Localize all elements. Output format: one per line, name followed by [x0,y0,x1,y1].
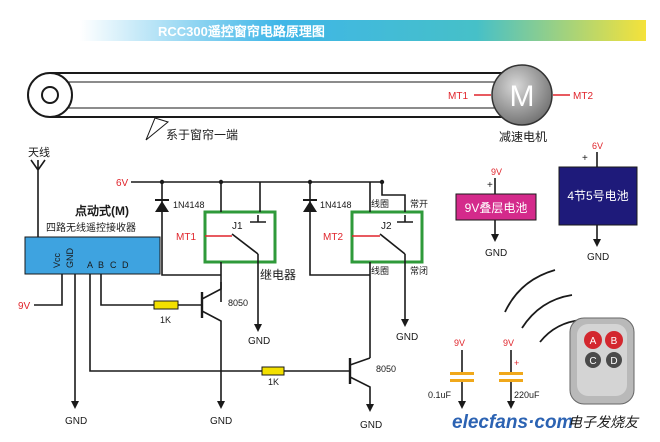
relay-2-no: 常开 [410,198,428,209]
diode-2 [303,182,370,276]
gnd-relay-1: GND [248,336,270,347]
cap-2-plus: + [514,358,519,368]
battery-4xaa-label: 4节5号电池 [567,189,628,203]
remote-label-d: D [610,356,617,367]
receiver-pin-vcc: Vcc [52,252,62,268]
remote-button-d [606,352,622,368]
resistor-2-label: 1K [268,377,279,387]
motor-label: 减速电机 [499,130,547,144]
receiver-9v-label: 9V [18,301,31,312]
resistor-1-label: 1K [160,315,171,325]
wire-a-to-r1 [100,274,154,306]
receiver-pin-b: B [98,260,104,270]
gnd-transistor-1: GND [210,416,232,427]
cap-2-value: 220uF [514,390,540,400]
relay-2-label: J2 [381,221,392,232]
relay-2-coil-bottom: 线圈 [371,265,389,276]
battery-4xaa-gnd: GND [587,252,609,263]
battery-6v-voltage: 6V [592,141,603,151]
remote-button-a [584,331,602,349]
gnd-receiver: GND [65,416,87,427]
relay-2-coil-top: 线圈 [371,198,389,209]
relay-caption: 继电器 [260,268,296,282]
transistor-2-label: 8050 [376,364,396,374]
watermark-cn: 电子发烧友 [568,414,640,430]
remote-label-a: A [590,336,597,347]
receiver-pin-gnd: GND [65,248,75,269]
resistor-1 [153,300,179,310]
battery-4xaa [558,166,638,226]
watermark-logo: elecfans·com [452,412,574,433]
motor-mt2-label: MT2 [573,91,593,102]
remote-control [569,317,635,405]
page-title: RCC300遥控窗帘电路原理图 [158,24,325,39]
cap-2-voltage: 9V [503,338,514,348]
relay-1-mt-label: MT1 [176,232,196,243]
receiver-title: 点动式(M) [75,203,129,218]
wire-b-to-r2 [89,274,262,372]
diode-1-label: 1N4148 [173,200,205,210]
battery-9v-voltage: 9V [491,167,502,177]
relay-1-box [203,210,277,264]
transistor-1-label: 8050 [228,298,248,308]
relay-2-nc: 常闭 [410,265,428,276]
gnd-relay-2: GND [396,332,418,343]
motor [474,64,570,126]
receiver-name: 四路无线遥控接收器 [46,221,136,234]
receiver-pin-a: A [87,260,93,270]
remote-label-b: B [611,336,618,347]
relay-2-box [350,210,424,264]
battery-6v-plus: + [582,153,588,164]
relay-1-contacts [220,182,266,332]
battery-9v-label: 9V叠层电池 [465,201,528,215]
wire-vcc [34,274,63,306]
curtain-label: 系于窗帘一端 [166,127,238,142]
gnd-transistor-2: GND [360,420,382,431]
remote-button-b [605,331,623,349]
receiver-module [24,236,161,275]
relay-2-contacts [369,182,413,358]
capacitor-1 [450,350,474,409]
title-bar [80,20,646,41]
cap-1-voltage: 9V [454,338,465,348]
antenna-symbol [30,159,46,237]
receiver-pin-c: C [110,260,117,270]
remote-label-c: C [589,356,596,367]
diode-1 [155,182,221,276]
battery-9v [455,193,537,221]
relay-2-mt-label: MT2 [323,232,343,243]
receiver-pin-d: D [122,260,129,270]
curtain-belt [27,72,520,141]
remote-button-c [585,352,601,368]
transistor-1 [200,282,225,409]
battery-9v-gnd: GND [485,248,507,259]
rail-6v-label: 6V [116,178,129,189]
motor-symbol: M [510,80,535,113]
battery-9v-plus: + [487,180,493,191]
antenna-label: 天线 [28,145,50,159]
transistor-2 [348,357,374,412]
relay-1-label: J1 [232,221,243,232]
diode-2-label: 1N4148 [320,200,352,210]
cap-1-value: 0.1uF [428,390,452,400]
resistor-2 [261,366,285,376]
capacitor-2 [499,350,523,409]
motor-mt1-label: MT1 [448,91,468,102]
